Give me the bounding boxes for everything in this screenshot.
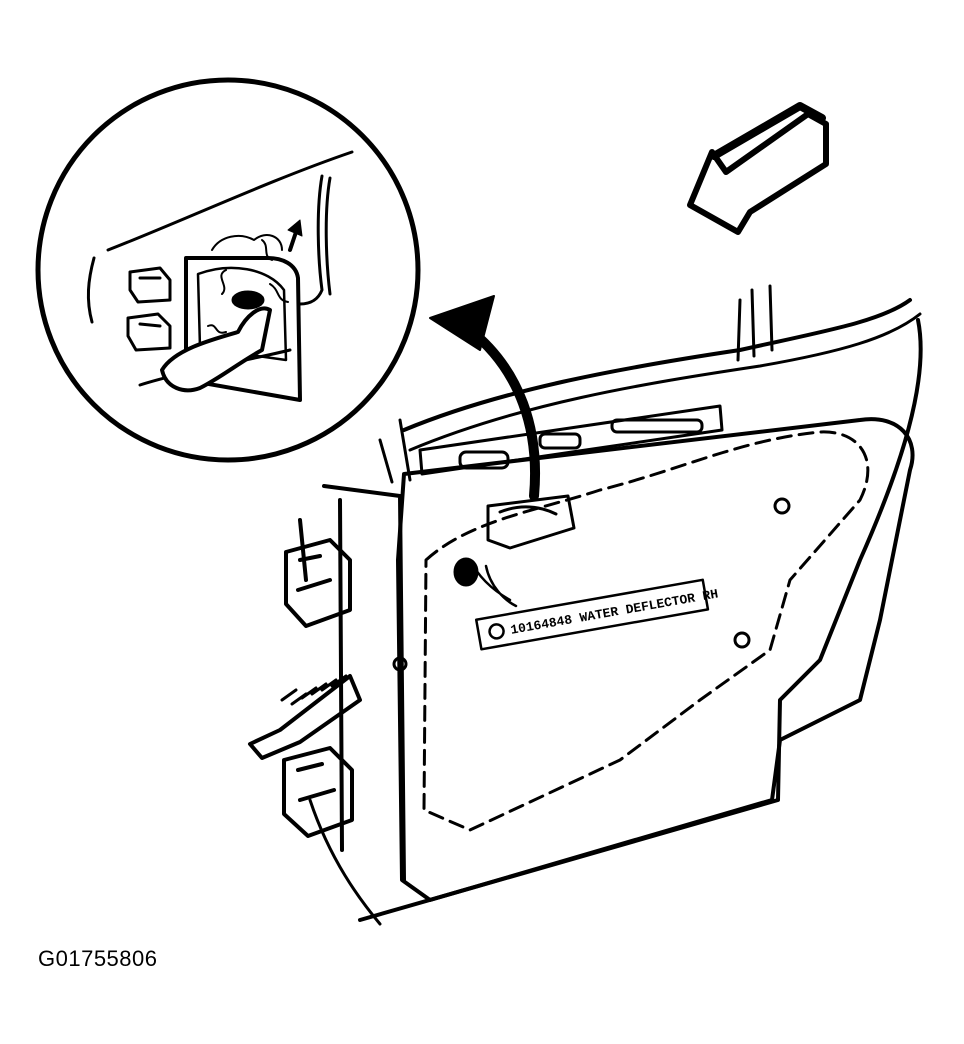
direction-arrow-icon <box>687 102 829 235</box>
fastener-1 <box>773 497 791 515</box>
door-bottom-edge <box>308 798 382 926</box>
handle-mechanism <box>486 494 576 550</box>
label-bullet-icon <box>488 623 505 640</box>
lift-arrow-head <box>287 219 303 237</box>
lift-arrow-icon <box>288 230 298 252</box>
deflector-label-plate: 10164848 WATER DEFLECTOR RH <box>474 578 719 651</box>
rear-door-assembly: 10164848 WATER DEFLECTOR RH <box>248 284 923 926</box>
figure-id-label: G01755806 <box>38 946 158 971</box>
handle-pivot <box>231 290 265 310</box>
handle-lever <box>160 306 272 393</box>
inset-texture <box>207 234 289 334</box>
detail-circle <box>35 77 421 463</box>
handle-bezel-inner <box>196 266 288 362</box>
door-check-spring <box>280 674 348 706</box>
door-check-arm <box>248 674 362 760</box>
inset-edge-2 <box>324 176 332 296</box>
curved-callout-arrow-icon <box>429 295 540 501</box>
inset-edge <box>298 174 324 306</box>
inset-trim-line <box>106 150 354 252</box>
lock-cylinder <box>453 557 479 587</box>
window-channel <box>736 284 774 362</box>
door-outer-edge <box>358 318 923 922</box>
trim-slot-2 <box>538 432 582 450</box>
lower-hinge <box>282 746 354 838</box>
water-deflector <box>422 430 870 832</box>
detail-inset <box>35 77 421 463</box>
hinge-pillar <box>298 484 406 882</box>
trim-slot-1 <box>458 450 510 470</box>
retaining-clip-upper <box>128 266 172 304</box>
window-frame <box>402 298 912 432</box>
window-frame-inner <box>408 312 922 452</box>
retaining-clip-lower <box>126 312 172 352</box>
inset-trim-line-2 <box>86 256 96 324</box>
pillar-top <box>378 418 412 484</box>
trim-slot-3 <box>610 418 704 434</box>
fastener-2 <box>733 631 751 649</box>
